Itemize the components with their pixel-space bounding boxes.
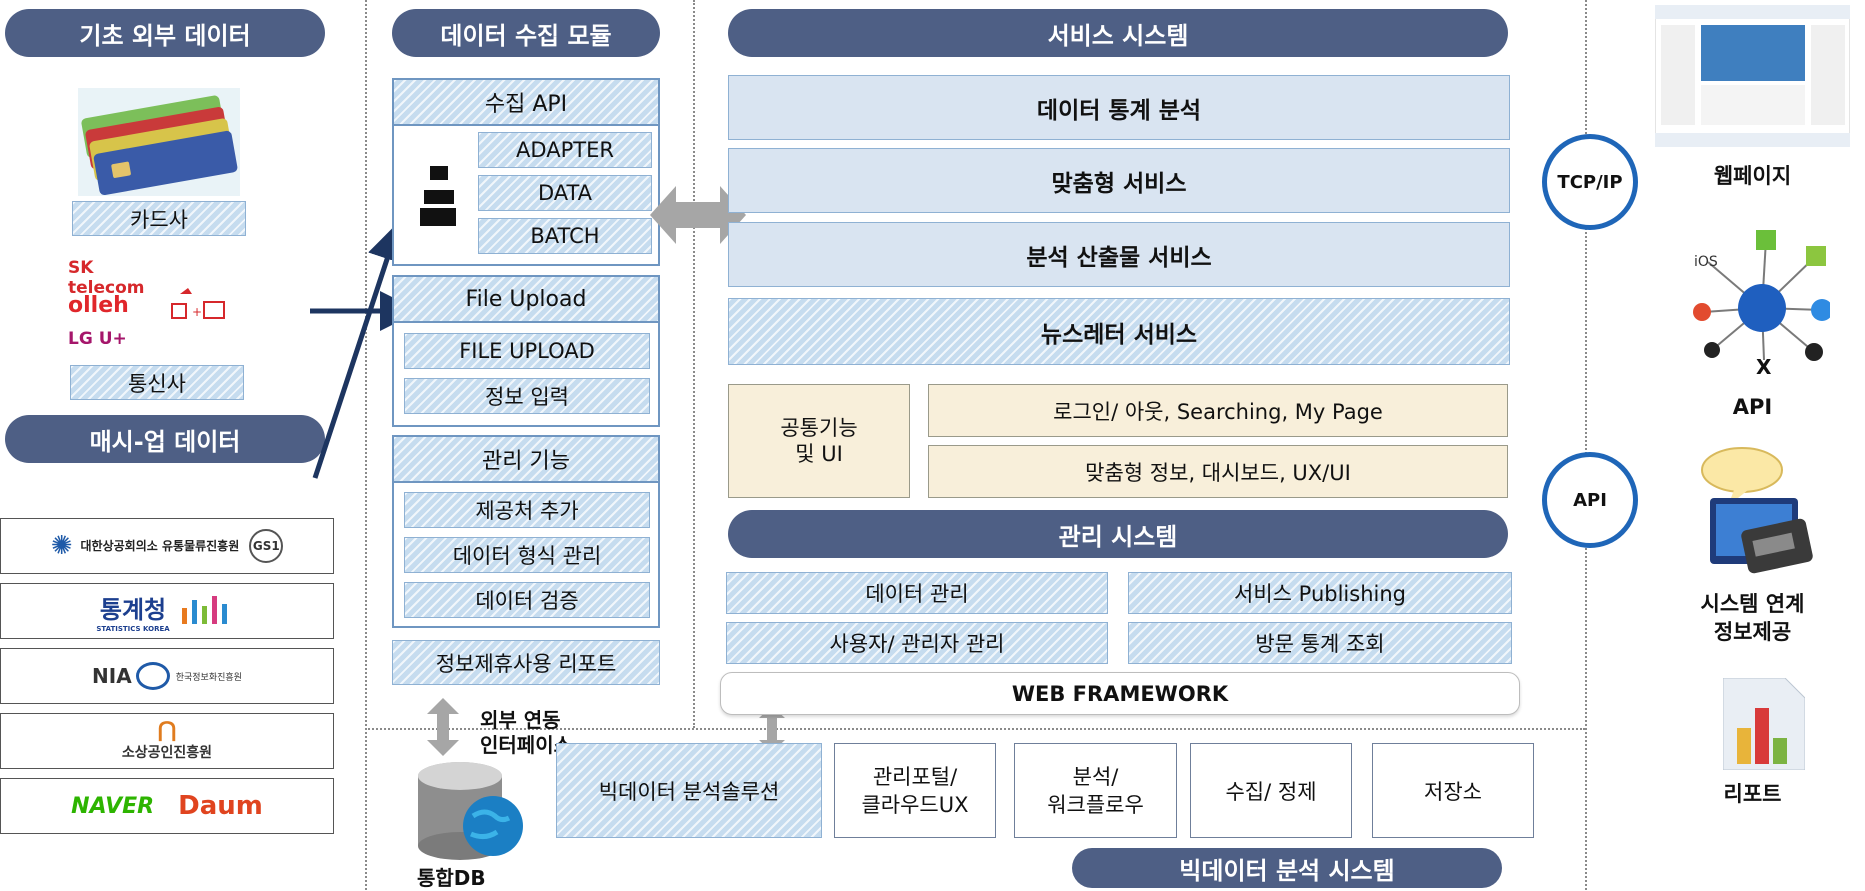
manage-item-provider: 제공처 추가 (404, 492, 650, 528)
collect-module-header: 데이터 수집 모듈 (392, 9, 660, 57)
service-row-custom: 맞춤형 서비스 (728, 148, 1510, 213)
bigdata-storage-box: 저장소 (1372, 743, 1534, 838)
tcpip-badge: TCP/IP (1542, 134, 1638, 230)
api-badge: API (1542, 452, 1638, 548)
semas-name: 소상공인진흥원 (121, 745, 213, 761)
collect-api-panel: 수집 API ADAPTER DATA BATCH (392, 78, 660, 266)
manage-item-format: 데이터 형식 관리 (404, 537, 650, 573)
sk-telecom-logo: SK telecom (68, 258, 145, 298)
separator-middle (693, 0, 695, 728)
system-link-label: 시스템 연계 정보제공 (1700, 592, 1805, 644)
admin-item-visits: 방문 통계 조회 (1128, 622, 1512, 664)
olleh-logo: olleh (68, 293, 129, 318)
input-arrows (310, 220, 420, 479)
mashup-data-header: 매시-업 데이터 (5, 415, 325, 463)
separator-left (365, 0, 367, 890)
report-label: 리포트 (1723, 782, 1782, 806)
statistics-korea-en: STATISTICS KOREA (96, 624, 170, 633)
admin-item-publishing: 서비스 Publishing (1128, 572, 1512, 614)
svg-text:+: + (192, 305, 202, 319)
db-interface-arrow (427, 698, 459, 756)
lg-uplus-logo: LG U+ (68, 329, 127, 349)
separator-bottom (365, 728, 1585, 730)
admin-item-users: 사용자/ 관리자 관리 (726, 622, 1108, 664)
daum-logo: Daum (178, 791, 263, 821)
collect-api-title: 수집 API (394, 80, 658, 126)
service-system-header: 서비스 시스템 (728, 9, 1508, 57)
statistics-bars-icon (181, 596, 227, 624)
partner-chamber: ✺ 대한상공회의소 유통물류진흥원 GS1 (0, 518, 334, 574)
manage-title: 관리 기능 (394, 437, 658, 483)
manage-item-verify: 데이터 검증 (404, 582, 650, 618)
bigdata-solution-box: 빅데이터 분석솔루션 (556, 743, 822, 838)
bigdata-system-header: 빅데이터 분석 시스템 (1072, 848, 1502, 888)
svg-text:iOS: iOS (1694, 254, 1718, 270)
webpage-screenshot-icon (1655, 5, 1850, 147)
external-interface-label: 외부 연동 인터페이스 (480, 708, 572, 757)
service-row-output: 분석 산출물 서비스 (728, 222, 1510, 287)
card-company-label: 카드사 (72, 201, 246, 236)
file-upload-panel: File Upload FILE UPLOAD 정보 입력 (392, 275, 660, 427)
semas-arch-icon: ⋂ (157, 718, 177, 743)
naver-logo: NAVER (71, 793, 155, 819)
svg-text:X: X (1756, 355, 1772, 376)
bigdata-workflow-box: 분석/ 워크플로우 (1014, 743, 1177, 838)
admin-system-header: 관리 시스템 (728, 510, 1508, 558)
system-link-icon (1701, 447, 1813, 574)
api-item-batch: BATCH (478, 218, 652, 254)
api-item-adapter: ADAPTER (478, 132, 652, 168)
database-icon (418, 762, 523, 860)
bigdata-portal-box: 관리포털/ 클라우드UX (834, 743, 996, 838)
web-framework-bar: WEB FRAMEWORK (720, 672, 1520, 715)
card-image (78, 88, 240, 196)
telecom-devices-icon: + (170, 286, 230, 326)
telecom-label: 통신사 (70, 365, 244, 400)
integrated-db-label: 통합DB (417, 866, 486, 890)
collect-service-arrow (650, 186, 746, 244)
service-row-statistics: 데이터 통계 분석 (728, 75, 1510, 140)
partner-report-label: 정보제휴사용 리포트 (392, 640, 660, 685)
upload-item-input: 정보 입력 (404, 378, 650, 414)
api-ecosystem-icon: iOS X (1693, 230, 1830, 376)
report-document-icon (1723, 678, 1805, 770)
gs1-logo: GS1 (249, 529, 284, 563)
common-features-label: 공통기능 및 UI (728, 384, 910, 498)
common-item-login: 로그인/ 아웃, Searching, My Page (928, 384, 1508, 437)
partner-semas: ⋂ 소상공인진흥원 (0, 713, 334, 769)
admin-item-data: 데이터 관리 (726, 572, 1108, 614)
webpage-label: 웹페이지 (1713, 164, 1792, 188)
gear-icon: ✺ (50, 531, 73, 561)
partner-statistics: 통계청 STATISTICS KOREA (0, 583, 334, 639)
module-blocks-icon (420, 166, 456, 226)
statistics-korea-name: 통계청 (99, 595, 167, 624)
framework-bigdata-arrow (759, 706, 785, 752)
api-label: API (1732, 395, 1773, 419)
manage-panel: 관리 기능 제공처 추가 데이터 형식 관리 데이터 검증 (392, 435, 660, 628)
partner-portals: NAVER Daum (0, 778, 334, 834)
nia-full-name: 한국정보화진흥원 (175, 672, 242, 683)
common-item-dashboard: 맞춤형 정보, 대시보드, UX/UI (928, 445, 1508, 498)
service-row-newsletter: 뉴스레터 서비스 (728, 298, 1510, 365)
file-upload-title: File Upload (394, 277, 658, 323)
separator-right (1585, 0, 1587, 890)
nia-ring-icon (135, 662, 170, 690)
external-data-header: 기초 외부 데이터 (5, 9, 325, 57)
partner-chamber-name: 대한상공회의소 유통물류진흥원 (80, 538, 240, 553)
api-item-data: DATA (478, 175, 652, 211)
nia-logo: NIA (92, 664, 132, 688)
partner-nia: NIA 한국정보화진흥원 (0, 648, 334, 704)
bigdata-refine-box: 수집/ 정제 (1190, 743, 1352, 838)
upload-item-file: FILE UPLOAD (404, 333, 650, 369)
